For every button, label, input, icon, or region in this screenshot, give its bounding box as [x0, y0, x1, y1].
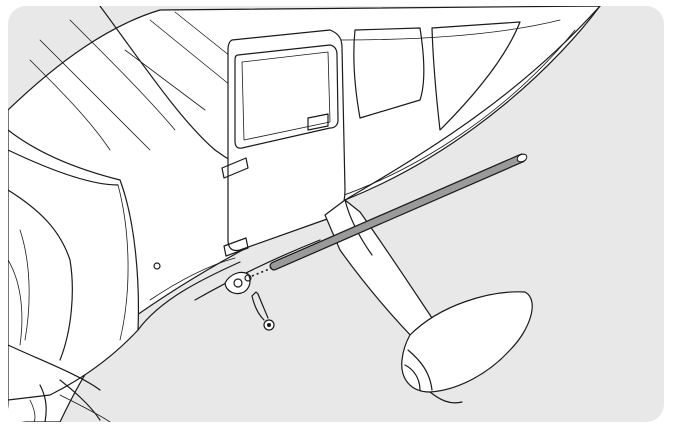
aircraft-illustration — [8, 6, 601, 422]
nose-gear — [29, 379, 101, 422]
lower-fuselage — [59, 239, 321, 422]
cabin-door — [221, 29, 346, 257]
retaining-clip — [251, 291, 275, 331]
landing-gear — [324, 199, 533, 404]
wing-strut — [269, 153, 528, 271]
illustration-panel — [8, 6, 664, 422]
engine-cowling — [8, 19, 176, 401]
strut-attach-point — [224, 267, 273, 295]
